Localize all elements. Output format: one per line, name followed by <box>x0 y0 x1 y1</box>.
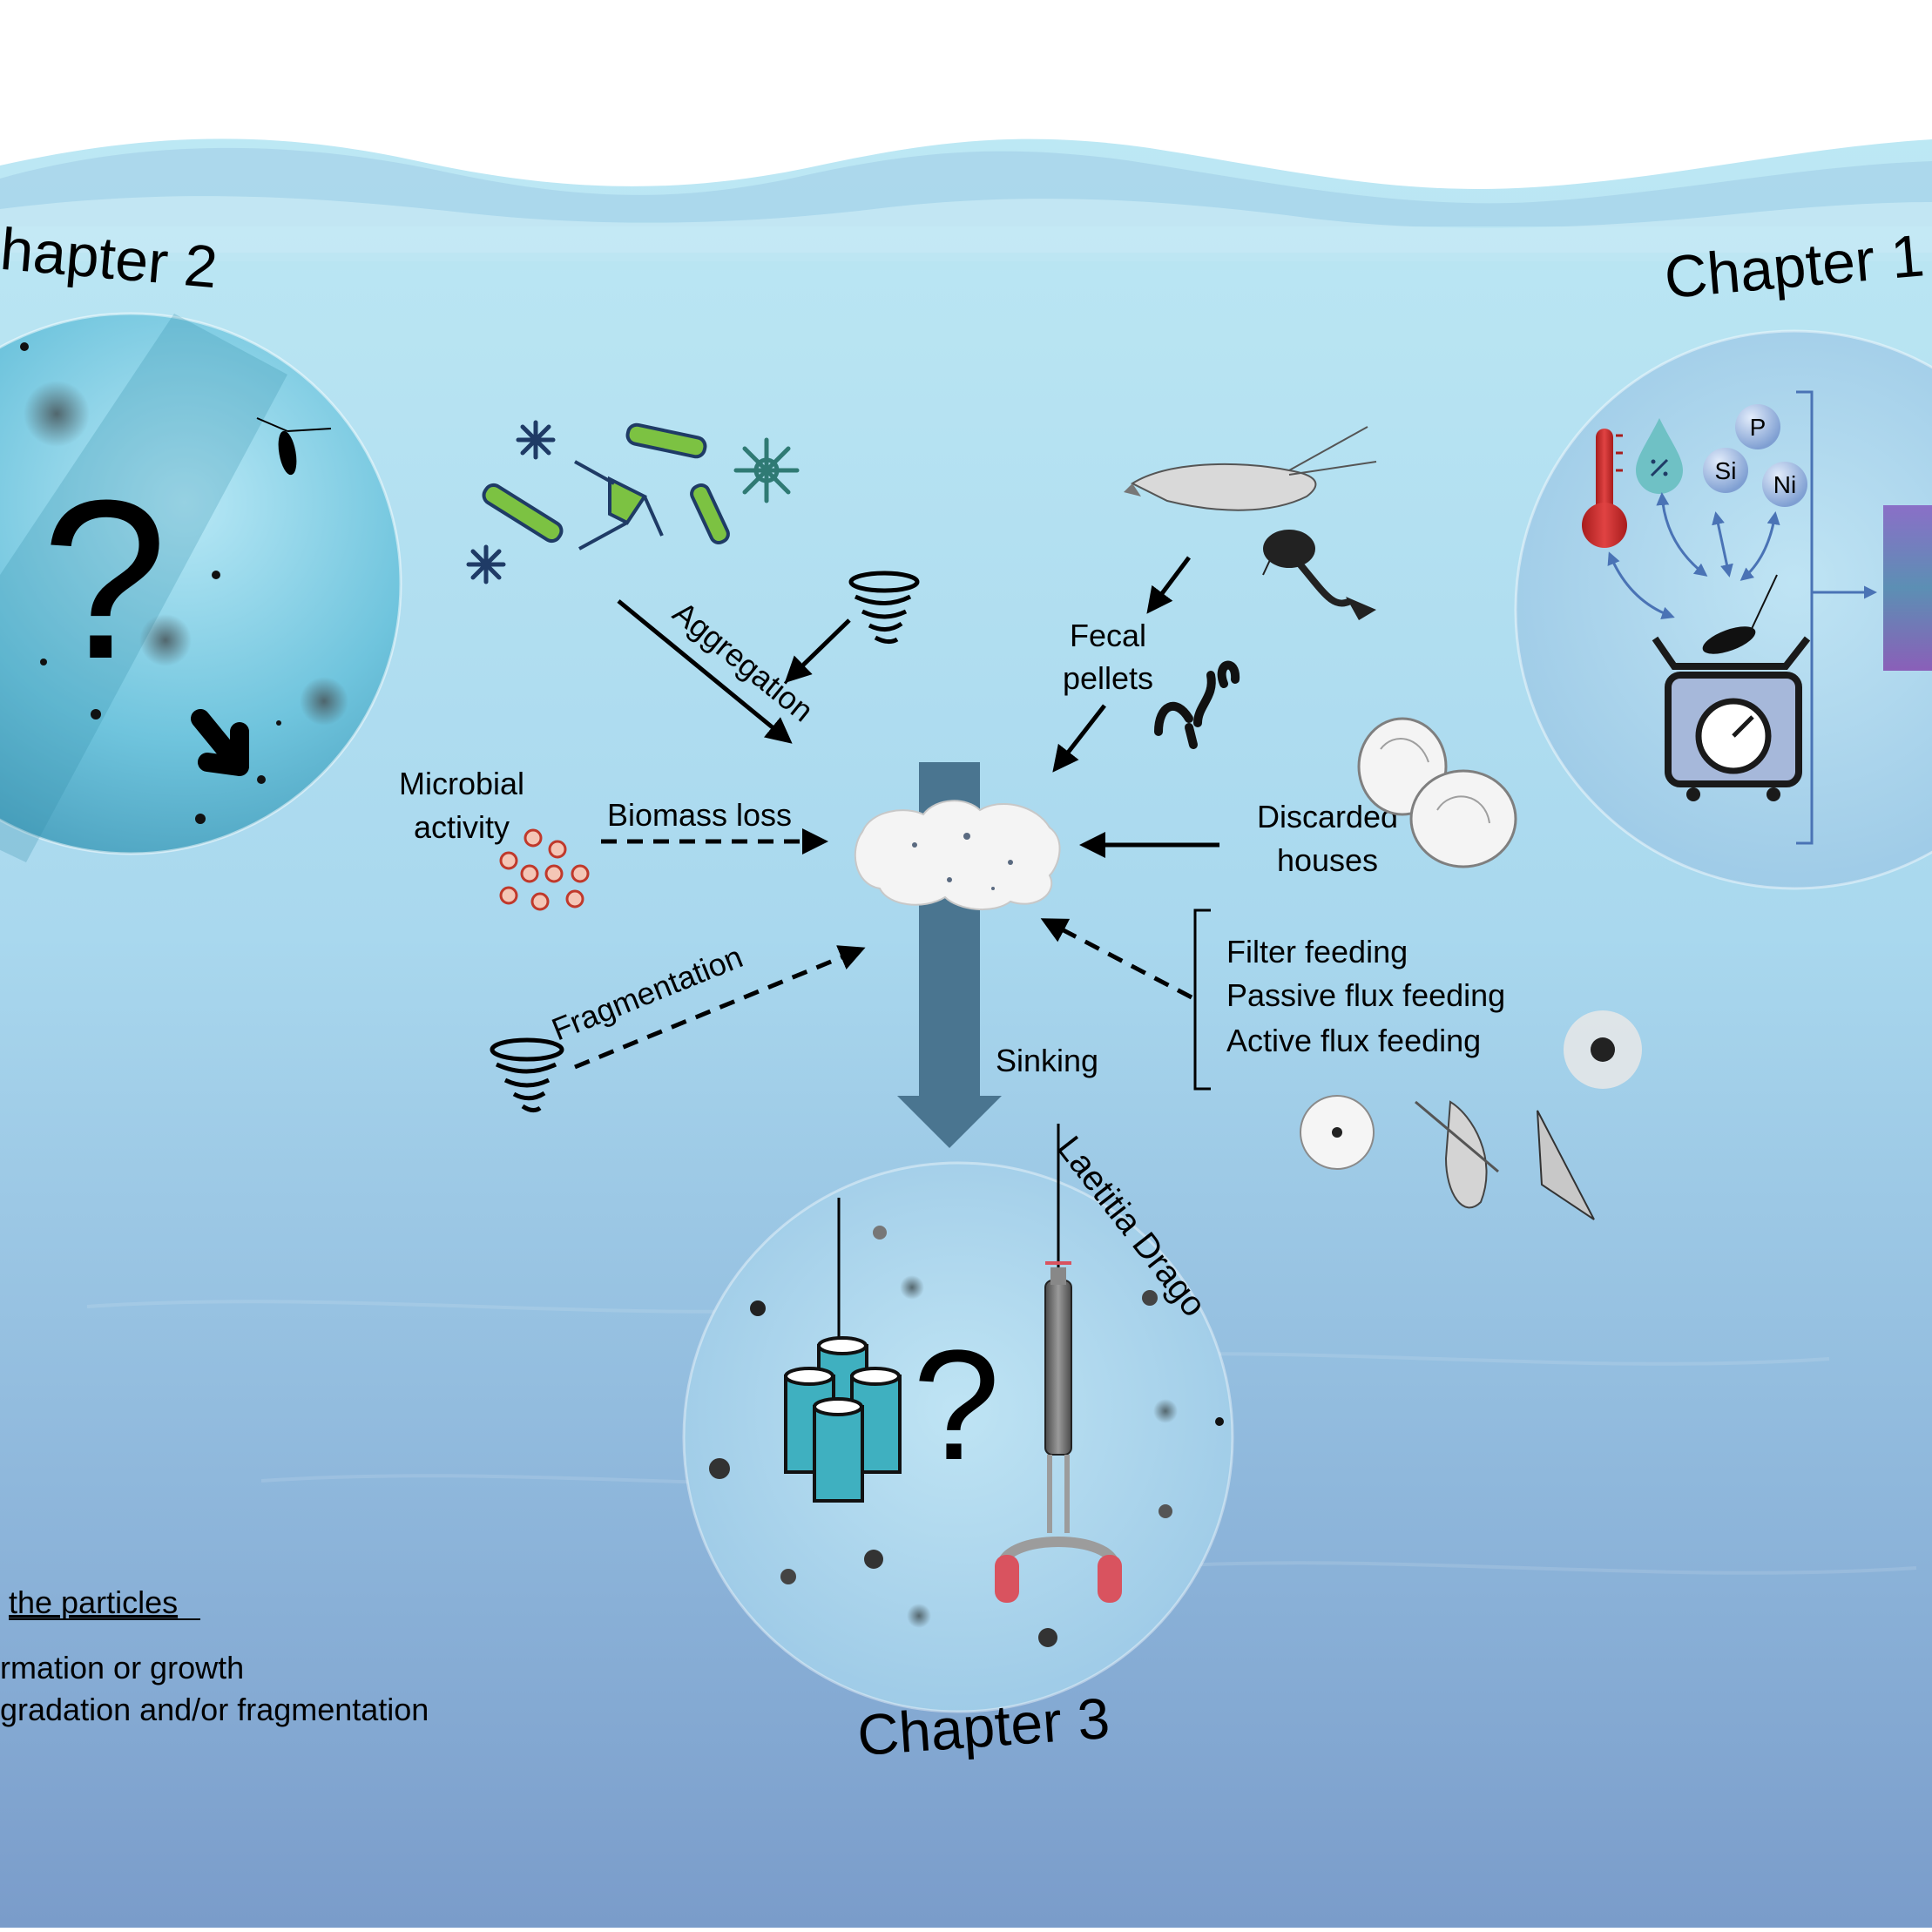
fecal-label-2: pellets <box>1063 660 1153 696</box>
krill-icon <box>1124 426 1377 511</box>
sinking-label: Sinking <box>996 1043 1098 1078</box>
radiolarian-icon <box>1300 1095 1375 1170</box>
droplet-icon <box>1636 418 1683 494</box>
fecal-arrow-top <box>1146 556 1191 614</box>
turbulence-arrow <box>784 618 851 684</box>
bottle-rosette-icon <box>784 1336 902 1503</box>
aggregation-arrow <box>617 599 793 744</box>
chapter-2-question-mark: ? <box>42 454 168 706</box>
discarded-label-2: houses <box>1277 842 1378 878</box>
fecal-label-1: Fecal <box>1070 618 1146 653</box>
chapter-3-question-mark: ? <box>913 1318 1000 1493</box>
wave-mid <box>0 147 1932 226</box>
chapter-2-particles <box>20 342 348 824</box>
feeding-arrow <box>1040 918 1193 1000</box>
profiling-float-icon <box>995 1261 1122 1603</box>
copepod-icon <box>256 417 332 476</box>
scale-icon <box>1652 574 1811 801</box>
active-flux-feeding-label: Active flux feeding <box>1226 1023 1481 1058</box>
bracket-right <box>1796 390 1814 845</box>
asterisk-star-3 <box>733 437 800 503</box>
wave-blend <box>0 253 1932 270</box>
microbe-icon <box>499 828 590 911</box>
spectrogram-preview <box>1883 505 1932 671</box>
wave-light <box>0 196 1932 261</box>
legend-title: the particles <box>9 1584 178 1620</box>
fecal-pellets-icon <box>1154 660 1240 749</box>
microbial-label-2: activity <box>414 809 510 845</box>
biomass-loss-label: Biomass loss <box>607 797 792 833</box>
asterisk-star-2 <box>466 544 506 584</box>
tornado-icon-top <box>848 571 920 645</box>
larvacean-house-icon <box>1357 717 1517 868</box>
copepod-dark-icon <box>1262 530 1376 620</box>
tornado-icon-bottom <box>490 1037 564 1113</box>
nutrient-si: Si <box>1715 457 1737 484</box>
diatom-cluster-icon <box>466 420 800 584</box>
nutrient-bubbles-icon: P Si Ni <box>1703 404 1807 507</box>
light-beam <box>0 314 287 862</box>
asterisk-star-1 <box>516 420 556 460</box>
legend-item-2: gradation and/or fragmentation <box>0 1692 429 1727</box>
microbial-label-1: Microbial <box>399 766 524 801</box>
feeding-bracket <box>1193 909 1211 1091</box>
filter-feeding-label: Filter feeding <box>1226 934 1408 969</box>
chapter-2-circle <box>0 312 402 855</box>
passive-flux-feeding-label: Passive flux feeding <box>1226 977 1505 1013</box>
sinking-arrow-icon <box>191 709 249 776</box>
marine-snow-icon <box>854 800 1061 911</box>
foraminifera-icon <box>1564 1010 1642 1089</box>
nutrient-ni: Ni <box>1773 471 1796 498</box>
legend-item-1: rmation or growth <box>0 1650 244 1685</box>
nutrient-p: P <box>1750 414 1766 441</box>
sky-band <box>0 122 1932 189</box>
chapter-3-particles <box>709 1226 1224 1647</box>
pteropod-icon <box>1415 1100 1595 1220</box>
interaction-arrows <box>1607 492 1780 619</box>
chapter-3-circle <box>682 1161 1234 1713</box>
fecal-arrow <box>1052 704 1106 773</box>
thermometer-icon <box>1582 429 1627 548</box>
